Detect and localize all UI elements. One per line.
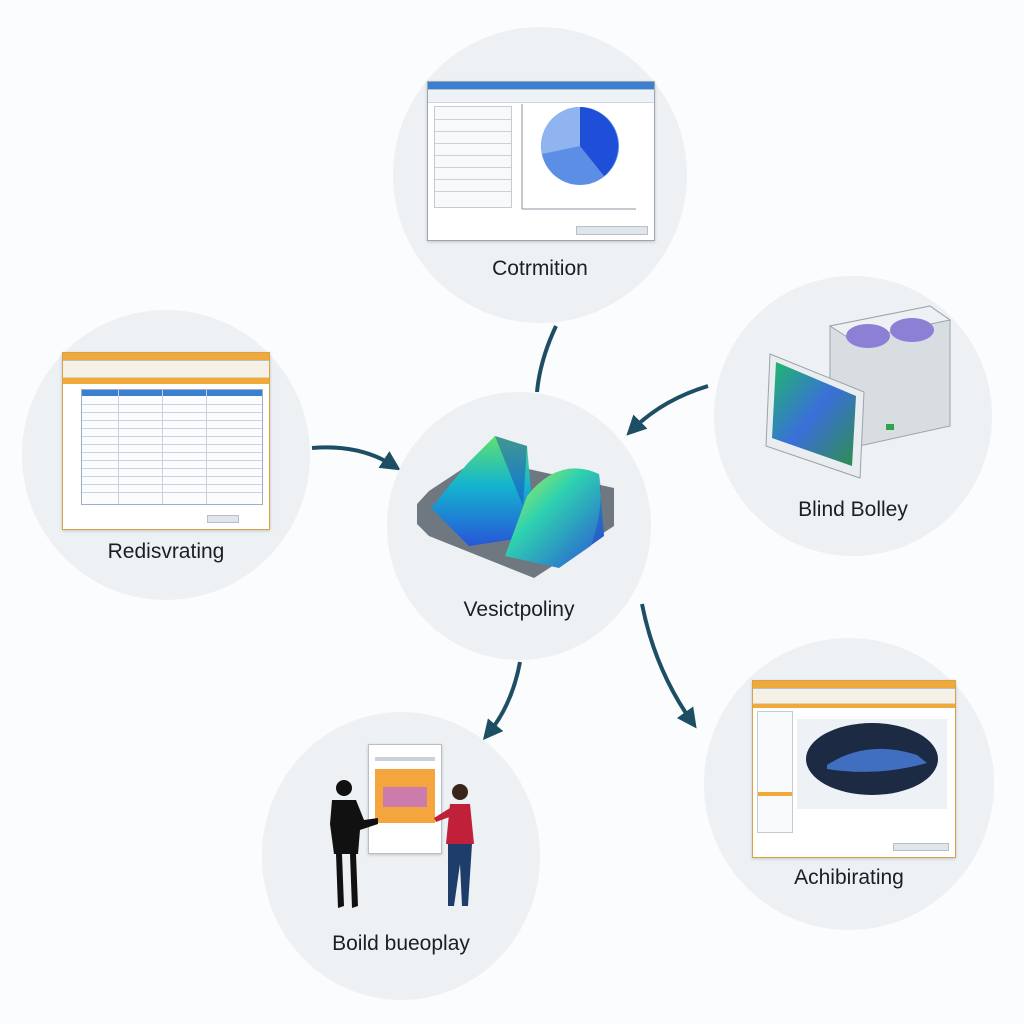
spreadsheet-window — [62, 352, 270, 530]
arrow-left-to-center — [311, 445, 401, 471]
3d-scan-view — [797, 719, 947, 809]
connector-top-to-center — [535, 325, 558, 393]
node-bottom-left-label: Boild bueoplay — [332, 932, 470, 955]
pie-chart — [521, 104, 636, 210]
presentation-board — [368, 744, 442, 854]
arrow-center-to-bottom-left — [482, 661, 522, 741]
node-top-label: Cotrmition — [492, 257, 588, 280]
arrow-right-to-center — [626, 384, 709, 436]
node-top: Cotrmition — [393, 27, 687, 323]
node-bottom-left: Boild bueoplay — [262, 712, 540, 1000]
node-right: Blind Bolley — [714, 276, 992, 556]
node-left-label: Redisvrating — [107, 540, 225, 563]
chart-window — [427, 81, 655, 241]
node-center-label: Vesictpoliny — [463, 598, 575, 621]
node-center: Vesictpoliny — [387, 392, 651, 660]
hardware-graphic — [765, 305, 952, 479]
node-bottom-right-label: Achibirating — [794, 866, 904, 889]
people-graphic — [330, 780, 474, 908]
node-bottom-right: Achibirating — [704, 638, 994, 930]
arrow-center-to-bottom-right — [640, 603, 697, 729]
3d-model-graphic — [417, 436, 614, 578]
node-right-label: Blind Bolley — [798, 498, 908, 521]
visualization-window — [752, 680, 956, 858]
node-left: Redisvrating — [22, 310, 310, 600]
